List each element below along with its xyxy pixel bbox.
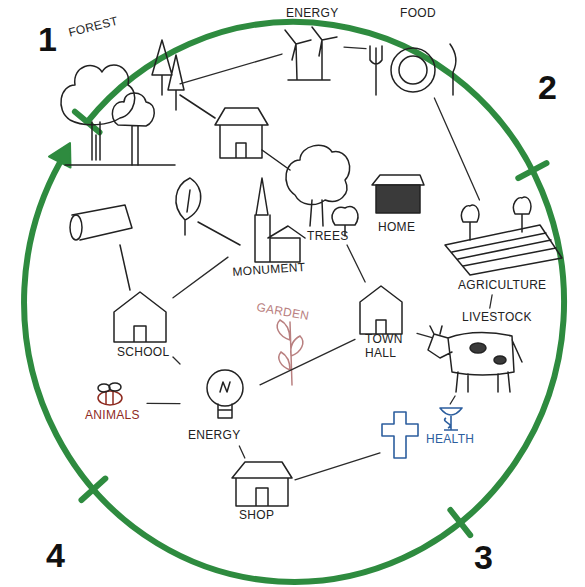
tree	[61, 65, 135, 125]
shop-building	[232, 462, 292, 506]
connector-line	[173, 357, 180, 364]
cycle-tick	[518, 163, 546, 178]
icon-label: HOME	[378, 220, 415, 234]
cycle-ring	[24, 22, 564, 582]
tree	[112, 93, 154, 165]
icon-node: SHOP	[225, 458, 295, 524]
house-body	[376, 185, 420, 213]
cow-spot	[494, 356, 506, 364]
connector-line	[260, 339, 355, 384]
house	[360, 286, 402, 334]
tree-trunk	[92, 122, 100, 160]
icon-node: ENERGY	[180, 362, 260, 446]
icon-label: ENERGY	[286, 6, 338, 20]
icon-label: MONUMENT	[232, 260, 306, 279]
icon-label: AGRICULTURE	[458, 278, 546, 292]
sketch	[61, 27, 562, 506]
connector-line	[173, 257, 228, 298]
connector-line	[434, 98, 479, 200]
hygieia-bowl	[440, 408, 462, 430]
icon-node: FOREST	[55, 22, 180, 182]
house	[215, 108, 268, 158]
icon-label: LIVESTOCK	[462, 310, 532, 324]
icon-label: TREES	[307, 229, 349, 243]
connector-line	[147, 403, 180, 405]
icon-node: ANIMALS	[85, 382, 147, 424]
bee-body	[98, 391, 122, 405]
bee-stripe	[106, 391, 113, 405]
wind-turbine	[285, 27, 337, 80]
icon-node: AGRICULTURE	[438, 200, 563, 295]
icon-node: LIVESTOCK	[432, 308, 532, 396]
cycle-tick	[82, 479, 106, 500]
church	[255, 178, 305, 262]
house	[114, 292, 166, 342]
connector-line	[239, 446, 245, 458]
icon-label: SCHOOL	[117, 345, 169, 359]
icon-node: GARDEN	[258, 298, 318, 386]
connector-line	[180, 54, 282, 84]
conifer	[152, 40, 184, 110]
icon-node: FOOD	[366, 6, 462, 98]
icon-node: HOME	[368, 170, 426, 240]
callout-number: 3	[474, 538, 493, 576]
cycle-arc	[24, 22, 564, 582]
bee-wing	[109, 383, 121, 391]
icon-label: GARDEN	[256, 300, 311, 323]
connector-line	[417, 333, 432, 337]
icon-label: ANIMALS	[85, 408, 140, 422]
field	[445, 225, 562, 275]
icon-label: TOWN HALL	[365, 332, 411, 360]
plate	[391, 48, 435, 92]
icon-node: MONUMENT	[228, 175, 308, 280]
callout-number: 1	[38, 20, 57, 58]
connector-line	[295, 453, 380, 480]
cow	[428, 326, 522, 392]
callout-number: 2	[538, 68, 557, 106]
icon-node: TOWN HALL	[355, 282, 417, 367]
field-tree	[461, 197, 530, 240]
bulb-base	[218, 382, 232, 418]
icon-node: SCHOOL	[105, 285, 173, 361]
callout-number: 4	[46, 536, 65, 574]
connector-line	[450, 396, 455, 404]
house-roof	[372, 175, 424, 185]
connector-line	[347, 245, 365, 282]
cycle-tick	[75, 112, 100, 133]
icon-label: FOREST	[67, 14, 119, 40]
ground	[65, 164, 175, 166]
icon-node: HEALTH	[380, 404, 480, 470]
knife	[450, 44, 456, 95]
icon-label: HEALTH	[426, 432, 474, 446]
icon-label: FOOD	[400, 6, 436, 20]
fork	[370, 46, 382, 95]
icon-node: TREES	[285, 145, 360, 245]
plate	[399, 56, 427, 84]
connector-line	[490, 295, 492, 308]
health-cross	[382, 412, 418, 458]
small-tree	[176, 178, 201, 235]
icon-label: ENERGY	[188, 428, 240, 442]
cycle-arrowhead	[49, 143, 71, 168]
cow-spot	[470, 343, 486, 353]
connector-line	[344, 47, 366, 49]
log-end	[70, 215, 82, 240]
bee	[98, 383, 122, 405]
tree	[286, 145, 350, 226]
cycle-tick	[450, 510, 470, 535]
icon-node: ENERGY	[282, 6, 344, 84]
icon-label: SHOP	[239, 508, 274, 522]
bee-wing	[98, 384, 110, 392]
